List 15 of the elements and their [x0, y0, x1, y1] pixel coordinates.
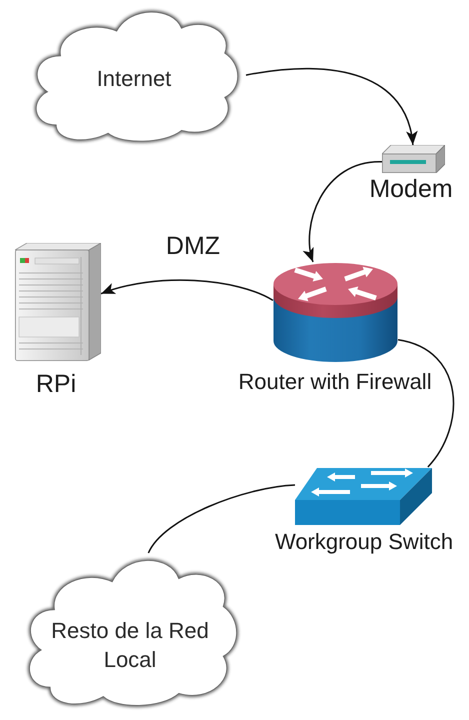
cloud-label: Resto de la Red Local	[50, 616, 210, 674]
device-label: Workgroup Switch	[274, 529, 454, 554]
device-label: Modem	[369, 175, 453, 204]
arrow	[246, 68, 416, 146]
connector-line	[398, 339, 454, 468]
arrow	[304, 161, 382, 262]
arrow	[100, 279, 274, 302]
cloud-label: Internet	[96, 64, 172, 92]
router-icon	[273, 262, 398, 363]
connector-line	[148, 484, 296, 554]
server-icon	[15, 243, 101, 361]
device-label: RPi	[36, 370, 76, 399]
modem-icon	[382, 145, 445, 173]
device-label: Router with Firewall	[238, 369, 432, 394]
switch-icon	[295, 467, 432, 525]
